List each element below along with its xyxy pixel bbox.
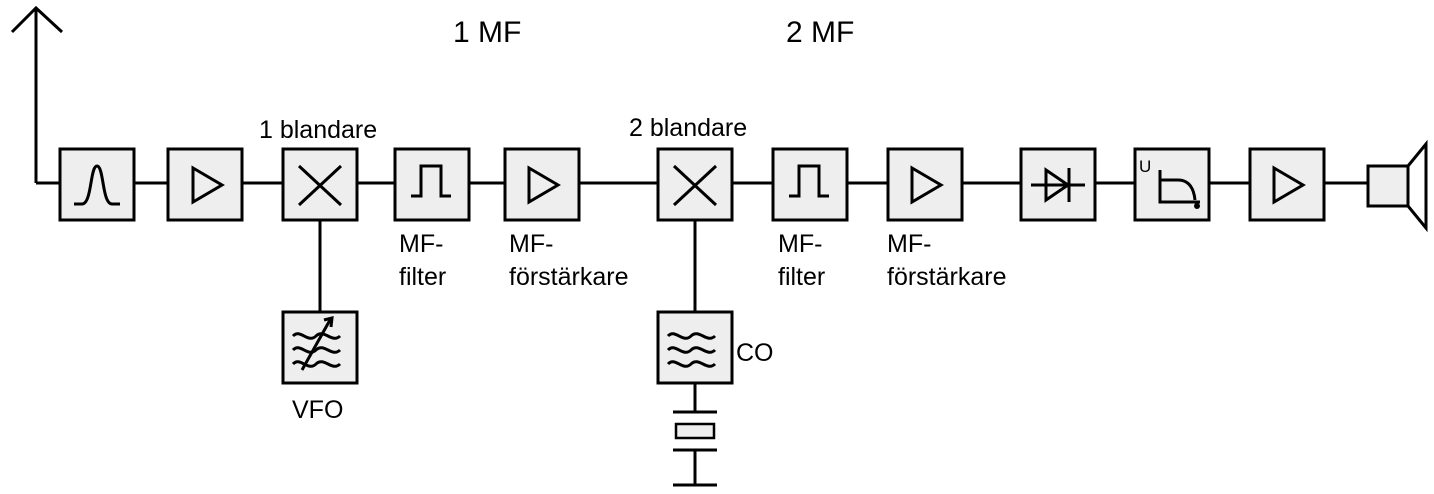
if-filter-2-block — [771, 147, 849, 222]
detector-block — [1019, 147, 1097, 222]
diode-icon — [1031, 167, 1085, 203]
preselector-filter-block — [58, 147, 136, 222]
mixer-2-block — [656, 147, 734, 222]
agc-block: U — [1133, 147, 1211, 222]
amplifier-triangle-icon — [527, 165, 561, 205]
oscillator-waves-icon — [291, 316, 342, 371]
if-filter-1-label-line1: MF- — [399, 230, 443, 258]
header-1-mf: 1 MF — [453, 16, 521, 49]
if-filter-2-label-line2: filter — [778, 263, 825, 291]
amplifier-triangle-icon — [191, 165, 225, 205]
if-amplifier-2-label-line1: MF- — [887, 230, 931, 258]
vfo-block — [281, 310, 359, 385]
mixer-1-block — [281, 147, 359, 222]
bandpass-filter-icon — [74, 164, 120, 206]
antenna-arrow-icon — [10, 5, 64, 183]
mixer-cross-icon — [672, 164, 718, 207]
mixer-cross-icon — [297, 164, 343, 207]
amplifier-triangle-icon — [910, 165, 944, 205]
af-amplifier-block — [1248, 147, 1326, 222]
mixer-2-label: 2 blandare — [629, 114, 747, 142]
header-2-mf: 2 MF — [786, 16, 854, 49]
mixer-1-label: 1 blandare — [259, 116, 377, 144]
agc-curve-icon — [1158, 170, 1200, 209]
if-amplifier-2-block — [886, 147, 964, 222]
speaker-icon — [1366, 139, 1428, 233]
rectangular-filter-icon — [789, 164, 829, 198]
co-label: CO — [736, 339, 774, 367]
if-filter-2-label-line1: MF- — [778, 230, 822, 258]
rf-amplifier-block — [166, 147, 244, 222]
crystal-icon — [673, 383, 717, 487]
vfo-label: VFO — [292, 396, 343, 424]
oscillator-waves-icon — [666, 332, 717, 368]
agc-u-label: U — [1139, 157, 1151, 176]
amplifier-triangle-icon — [1272, 165, 1306, 205]
if-filter-1-block — [393, 147, 471, 222]
if-amplifier-2-label-line2: förstärkare — [887, 263, 1006, 291]
if-filter-1-label-line2: filter — [399, 263, 446, 291]
rectangular-filter-icon — [411, 164, 451, 198]
if-amplifier-1-label-line1: MF- — [509, 230, 553, 258]
if-amplifier-1-label-line2: förstärkare — [509, 263, 628, 291]
co-block — [656, 310, 734, 385]
if-amplifier-1-block — [503, 147, 581, 222]
